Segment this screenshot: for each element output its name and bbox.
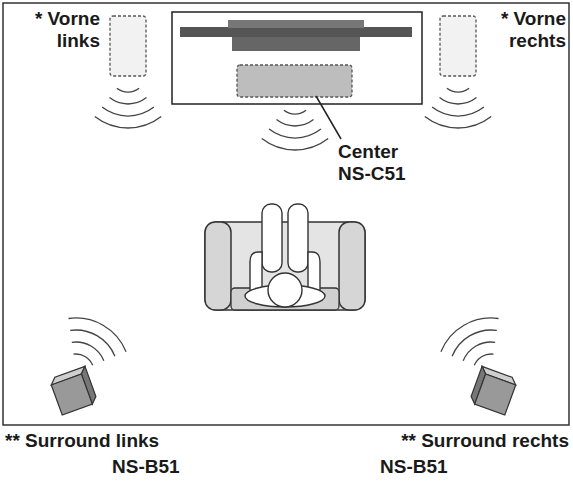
tv-screen (180, 27, 412, 37)
surround-left-speaker (49, 366, 98, 415)
sound-wave (452, 330, 497, 356)
tv-top (228, 20, 364, 28)
front-right-speaker (440, 16, 476, 76)
sound-wave (463, 342, 495, 361)
sound-wave (70, 330, 115, 356)
sound-wave (110, 98, 147, 104)
speaker-label: ** Surround links (5, 430, 159, 452)
sound-wave (277, 120, 314, 126)
speaker-label: Center NS-C51 (338, 141, 430, 185)
sound-wave (117, 88, 139, 92)
sofa (205, 222, 365, 310)
person-head (268, 273, 302, 307)
sound-wave (95, 117, 161, 128)
person-arm (250, 252, 262, 292)
sound-wave (262, 139, 328, 150)
model-number: NS-B51 (112, 456, 180, 478)
person-leg (288, 204, 308, 272)
leader-line (316, 96, 341, 139)
sound-wave (269, 129, 321, 138)
sound-wave (425, 117, 491, 128)
model-number: NS-B51 (380, 456, 448, 478)
room-outline (3, 3, 569, 425)
sound-waves (69, 88, 499, 365)
speaker-label: ** Surround rechts (401, 430, 569, 452)
speaker-front (51, 374, 92, 415)
center-speaker (237, 65, 352, 97)
tv-cabinet (172, 12, 422, 104)
speaker-label: * Vorne links (8, 8, 100, 52)
front-left-speaker (110, 16, 146, 76)
sound-wave (441, 318, 499, 352)
person-arm (308, 252, 320, 292)
sofa-arm (205, 222, 231, 310)
surround-right-speaker (469, 366, 518, 415)
sound-wave (474, 354, 493, 365)
sound-wave (432, 107, 484, 116)
sofa-arm (339, 222, 365, 310)
speaker-label: * Vorne rechts (478, 8, 566, 52)
sound-wave (447, 88, 469, 92)
sound-wave (440, 98, 477, 104)
sound-wave (102, 107, 154, 116)
sound-wave (69, 318, 127, 352)
sound-wave (74, 354, 93, 365)
sound-wave (72, 342, 104, 361)
sound-wave (284, 110, 306, 114)
person-leg (262, 204, 282, 272)
tv-stand (232, 37, 360, 51)
speaker-front (475, 374, 516, 415)
